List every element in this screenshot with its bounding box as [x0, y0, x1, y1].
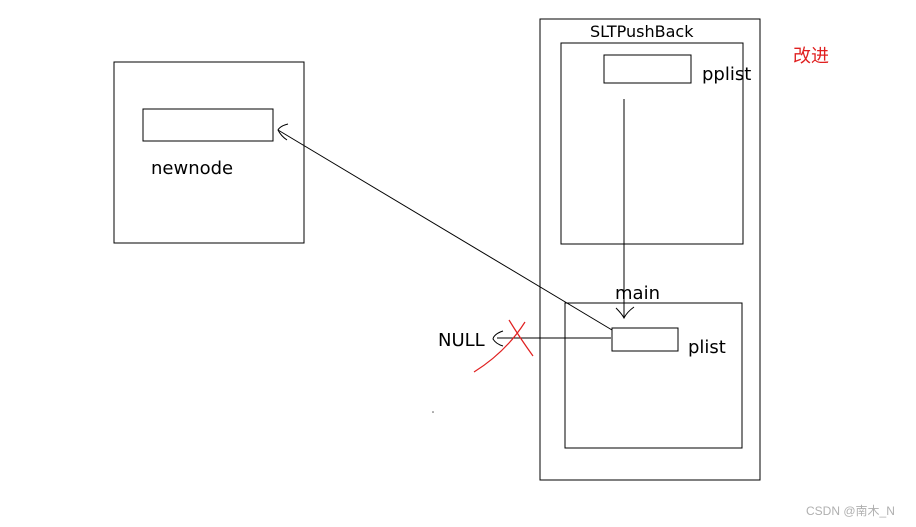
newnode-cell [142, 108, 274, 142]
plist-cell [611, 327, 679, 352]
plist-to-null-arrowhead [492, 330, 504, 347]
pplist-cell [603, 54, 692, 84]
plist-label: plist [688, 337, 726, 358]
improve-note: 改进 [793, 46, 829, 67]
sltpushback-frame [539, 18, 761, 481]
strike-mark-1 [508, 319, 534, 357]
watermark: CSDN @南木_N [806, 503, 895, 518]
pplist-label: pplist [702, 64, 751, 85]
null-label: NULL [438, 330, 485, 351]
pplist-frame [560, 42, 744, 245]
plist-to-newnode-arrowhead [277, 123, 289, 141]
main-frame [564, 302, 743, 449]
sltpushback-label: SLTPushBack [590, 22, 694, 41]
newnode-label: newnode [151, 158, 233, 179]
strike-mark-2 [473, 321, 526, 373]
pplist-to-plist-arrowhead [615, 306, 635, 320]
main-label: main [615, 283, 660, 304]
newnode-frame [113, 61, 305, 244]
plist-to-newnode-line [277, 129, 613, 331]
stray-dot [432, 411, 434, 413]
